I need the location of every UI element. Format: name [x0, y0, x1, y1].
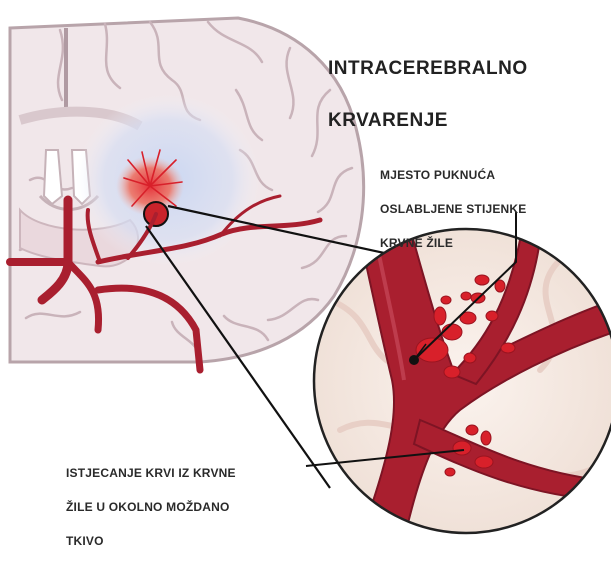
title-line: INTRACEREBRALNO: [328, 56, 528, 82]
rupture-label-line: MJESTO PUKNUĆA: [380, 167, 527, 184]
bleeding-label: ISTJECANJE KRVI IZ KRVNE ŽILE U OKOLNO M…: [66, 448, 236, 567]
diagram-title: INTRACEREBRALNO KRVARENJE: [328, 30, 528, 160]
diagram-canvas: INTRACEREBRALNO KRVARENJE MJESTO PUKNUĆA…: [0, 0, 611, 554]
title-line: KRVARENJE: [328, 108, 528, 134]
bleeding-label-line: ŽILE U OKOLNO MOŽDANO: [66, 499, 236, 516]
rupture-site-label: MJESTO PUKNUĆA OSLABLJENE STIJENKE KRVNE…: [380, 150, 527, 269]
bleeding-label-line: ISTJECANJE KRVI IZ KRVNE: [66, 465, 236, 482]
rupture-label-line: KRVNE ŽILE: [380, 235, 527, 252]
magnified-view: [314, 228, 611, 540]
rupture-label-line: OSLABLJENE STIJENKE: [380, 201, 527, 218]
bleeding-label-line: TKIVO: [66, 533, 236, 550]
lateral-ventricle: [44, 150, 62, 204]
